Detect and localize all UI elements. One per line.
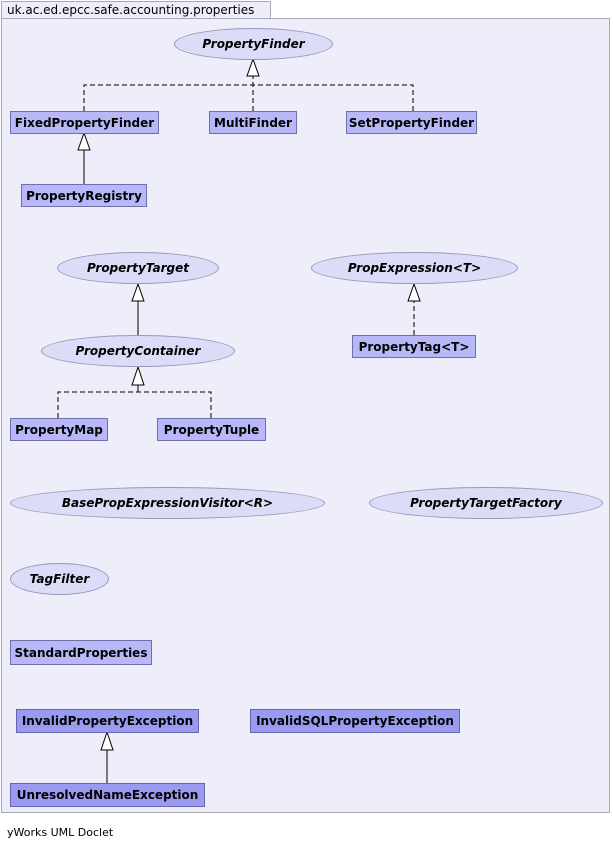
- exception-unresolved-name[interactable]: UnresolvedNameException: [10, 783, 205, 807]
- interface-base-prop-expression-visitor[interactable]: BasePropExpressionVisitor<R>: [10, 487, 325, 519]
- class-standard-properties[interactable]: StandardProperties: [10, 640, 152, 665]
- interface-property-target-factory[interactable]: PropertyTargetFactory: [369, 487, 603, 519]
- class-property-tuple[interactable]: PropertyTuple: [157, 418, 266, 441]
- package-frame: [1, 18, 610, 813]
- interface-property-target[interactable]: PropertyTarget: [57, 252, 219, 284]
- interface-prop-expression[interactable]: PropExpression<T>: [311, 252, 518, 284]
- interface-property-container[interactable]: PropertyContainer: [41, 335, 235, 367]
- edge-generalization-registry: [77, 131, 91, 184]
- class-multi-finder[interactable]: MultiFinder: [209, 111, 297, 134]
- class-property-map[interactable]: PropertyMap: [10, 418, 108, 441]
- footer-credit: yWorks UML Doclet: [7, 826, 114, 839]
- class-property-registry[interactable]: PropertyRegistry: [21, 184, 147, 207]
- class-property-tag[interactable]: PropertyTag<T>: [352, 335, 476, 358]
- edge-generalization-exception: [100, 730, 114, 783]
- exception-invalid-property[interactable]: InvalidPropertyException: [16, 709, 199, 733]
- class-set-property-finder[interactable]: SetPropertyFinder: [346, 111, 477, 134]
- edge-realization-container: [57, 365, 212, 418]
- interface-tag-filter[interactable]: TagFilter: [10, 563, 109, 595]
- edge-realization-tag: [407, 282, 421, 335]
- exception-invalid-sql-property[interactable]: InvalidSQLPropertyException: [250, 709, 460, 733]
- edge-generalization-container: [131, 282, 145, 336]
- edge-realization-finders: [83, 57, 414, 111]
- package-title-tab: uk.ac.ed.epcc.safe.accounting.properties: [1, 1, 271, 18]
- interface-property-finder[interactable]: PropertyFinder: [174, 28, 333, 60]
- class-fixed-property-finder[interactable]: FixedPropertyFinder: [10, 111, 159, 134]
